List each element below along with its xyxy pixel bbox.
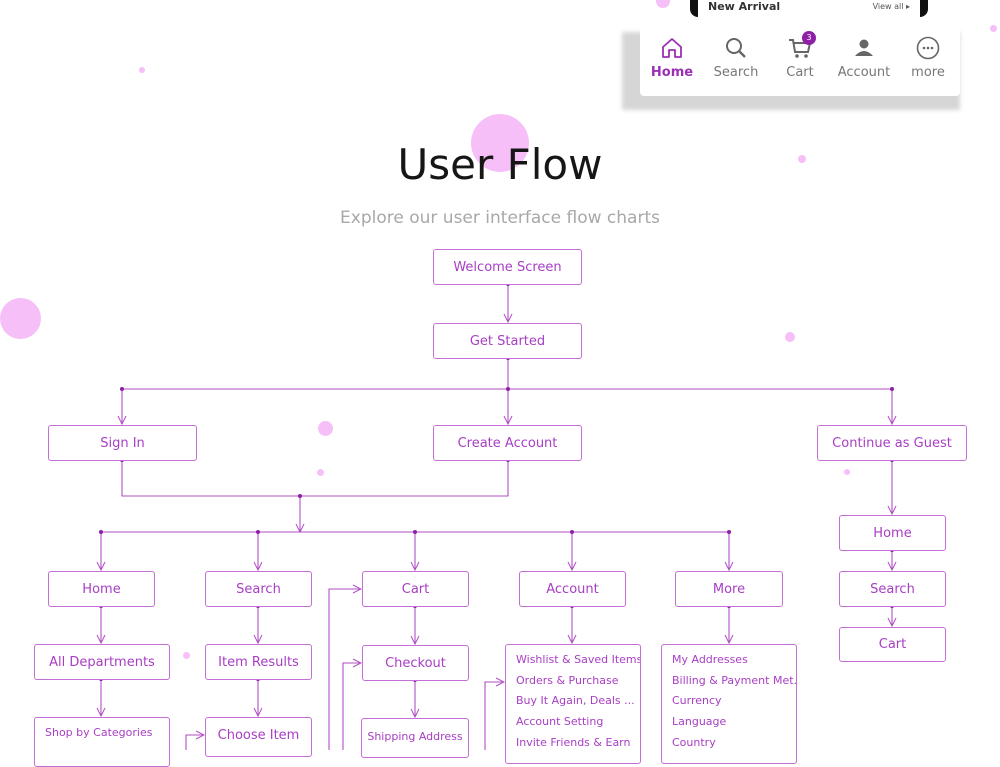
- decorative-circle: [990, 25, 997, 32]
- node-cart: Cart: [362, 571, 469, 607]
- phone-mockup: New Arrival View all ▸: [690, 0, 928, 17]
- node-more: More: [675, 571, 783, 607]
- nav-item-more[interactable]: more: [898, 35, 958, 80]
- bottom-navigation: Home Search 3 Cart Account more: [640, 18, 960, 96]
- node-home: Home: [48, 571, 155, 607]
- node-get-started: Get Started: [433, 323, 582, 359]
- node-choose-item: Choose Item: [205, 717, 312, 757]
- list-item: Country: [672, 735, 716, 749]
- node-all-departments: All Departments: [34, 644, 170, 680]
- node-sign-in: Sign In: [48, 425, 197, 461]
- decorative-circle: [785, 332, 795, 342]
- list-item: Invite Friends & Earn: [516, 735, 631, 749]
- home-icon: [662, 37, 682, 58]
- list-item: Orders & Purchase: [516, 673, 619, 687]
- nav-item-cart[interactable]: 3 Cart: [770, 30, 830, 80]
- node-search: Search: [205, 571, 312, 607]
- nav-label: Cart: [786, 64, 814, 80]
- nav-label: Search: [713, 64, 759, 80]
- decorative-circle: [656, 0, 670, 8]
- node-continue-as-guest: Continue as Guest: [817, 425, 967, 461]
- node-account-options: Wishlist & Saved Items Orders & Purchase…: [505, 644, 641, 764]
- page-subtitle: Explore our user interface flow charts: [340, 208, 660, 228]
- node-more-options: My Addresses Billing & Payment Met... Cu…: [661, 644, 797, 764]
- nav-label: Account: [837, 64, 891, 80]
- nav-label: more: [911, 64, 945, 80]
- node-welcome-screen: Welcome Screen: [433, 249, 582, 285]
- decorative-circle: [317, 469, 324, 476]
- node-account: Account: [519, 571, 626, 607]
- nav-item-search[interactable]: Search: [706, 35, 766, 80]
- cart-badge: 3: [802, 30, 816, 45]
- list-item: Language: [672, 715, 727, 729]
- node-checkout: Checkout: [362, 645, 469, 681]
- nav-label: Home: [650, 64, 694, 80]
- decorative-circle: [844, 469, 850, 475]
- nav-item-home[interactable]: Home: [642, 35, 702, 80]
- list-item: Buy It Again, Deals ...: [516, 694, 635, 708]
- node-guest-search: Search: [839, 571, 946, 607]
- view-all-link[interactable]: View all ▸: [872, 2, 910, 11]
- list-item: Currency: [672, 694, 722, 708]
- list-item: Billing & Payment Met...: [672, 673, 796, 687]
- decorative-circle: [139, 67, 145, 73]
- list-item: Account Setting: [516, 715, 604, 729]
- node-create-account: Create Account: [433, 425, 582, 461]
- new-arrival-heading: New Arrival: [708, 0, 781, 13]
- account-icon: [855, 39, 873, 56]
- list-item: Shop by Categories: [45, 726, 153, 739]
- node-item-results: Item Results: [205, 644, 312, 680]
- decorative-circle: [471, 114, 529, 172]
- decorative-circle: [183, 652, 190, 659]
- nav-item-account[interactable]: Account: [834, 35, 894, 80]
- node-guest-home: Home: [839, 515, 946, 551]
- more-icon: [916, 36, 940, 59]
- page-title: User Flow: [397, 140, 603, 189]
- node-shop-by-categories: Shop by Categories: [34, 717, 170, 767]
- node-shipping-address: Shipping Address: [361, 718, 469, 758]
- node-guest-cart: Cart: [839, 627, 946, 662]
- list-item: My Addresses: [672, 653, 748, 666]
- decorative-circle: [798, 155, 806, 163]
- decorative-circle: [318, 421, 333, 436]
- decorative-circle: [0, 298, 41, 339]
- list-item: Wishlist & Saved Items: [516, 653, 640, 666]
- search-icon: [726, 37, 746, 58]
